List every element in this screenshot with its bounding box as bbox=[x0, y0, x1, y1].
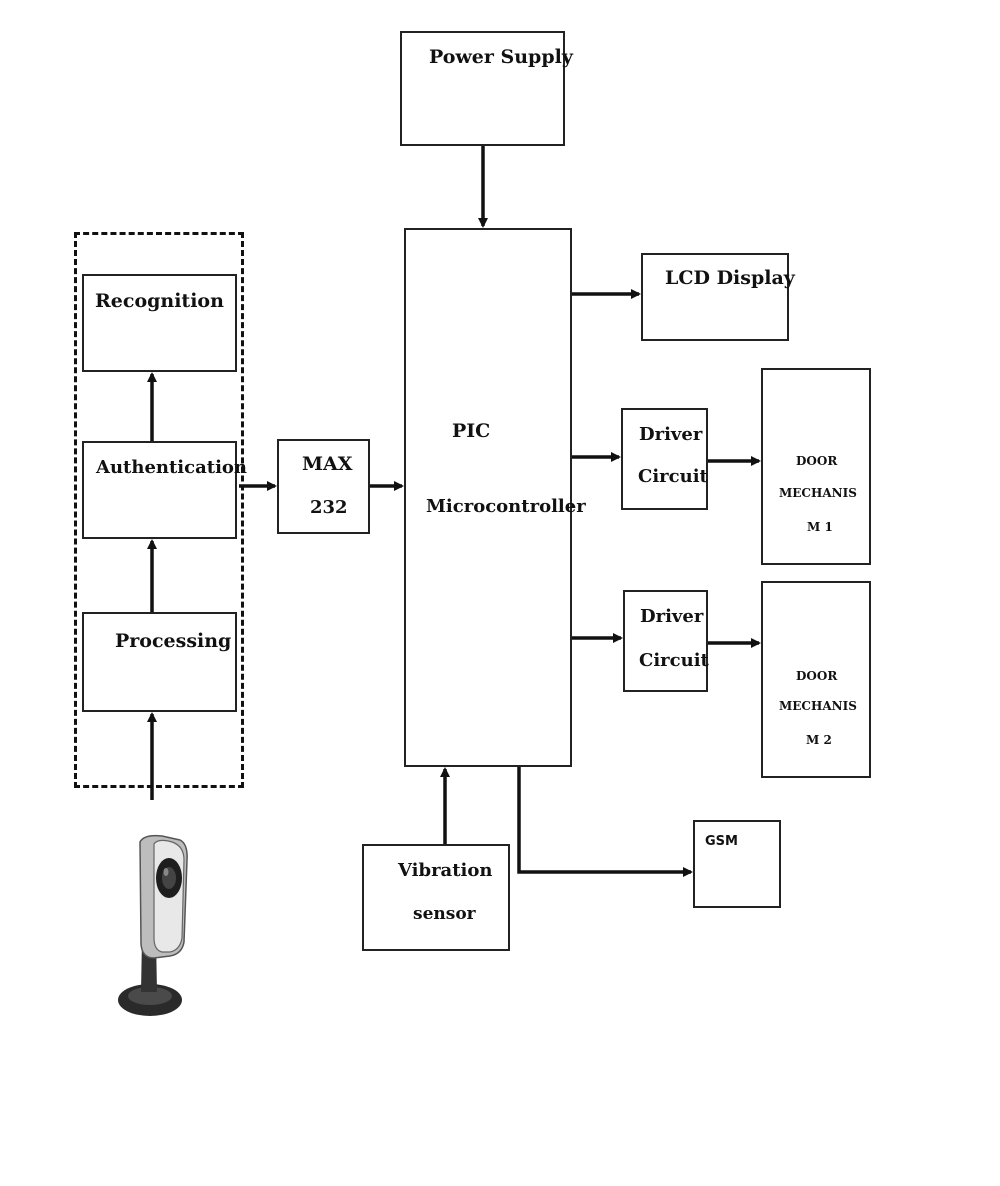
door-mechanism-2-line2: MECHANIS bbox=[779, 699, 857, 713]
driver-circuit-1-block: Driver Circuit bbox=[621, 408, 708, 510]
recognition-block: Recognition bbox=[82, 274, 237, 372]
lcd-display-label: LCD Display bbox=[665, 267, 795, 289]
gsm-label: GSM bbox=[705, 834, 738, 849]
door-mechanism-2-line3: M 2 bbox=[806, 733, 832, 747]
lcd-display-block: LCD Display bbox=[641, 253, 795, 341]
vibration-sensor-line1: Vibration bbox=[398, 860, 493, 881]
pic-label-line1: PIC bbox=[452, 420, 491, 442]
door-mechanism-1-line3: M 1 bbox=[807, 520, 833, 534]
power-supply-block: Power Supply bbox=[400, 31, 573, 146]
door-mechanism-2-block: DOOR MECHANIS M 2 bbox=[761, 581, 871, 778]
driver-circuit-2-block: Driver Circuit bbox=[623, 590, 709, 692]
pic-microcontroller-block: PIC Microcontroller bbox=[404, 228, 586, 767]
gsm-block: GSM bbox=[693, 820, 781, 908]
recognition-pipeline-group bbox=[74, 232, 244, 788]
max232-block: MAX 232 bbox=[277, 439, 370, 534]
vibration-sensor-block: Vibration sensor bbox=[362, 844, 510, 951]
webcam-icon bbox=[118, 834, 188, 1016]
processing-block: Processing bbox=[82, 612, 237, 712]
max232-label-line2: 232 bbox=[310, 497, 348, 518]
pic-label-line2: Microcontroller bbox=[426, 496, 586, 517]
authentication-block: Authentication bbox=[82, 441, 247, 539]
processing-label: Processing bbox=[115, 630, 232, 652]
door-mechanism-1-line1: DOOR bbox=[796, 454, 838, 468]
authentication-label: Authentication bbox=[96, 457, 248, 478]
driver-circuit-2-line1: Driver bbox=[640, 606, 704, 627]
vibration-sensor-line2: sensor bbox=[413, 904, 476, 924]
door-mechanism-2-line1: DOOR bbox=[796, 669, 838, 683]
door-mechanism-1-block: DOOR MECHANIS M 1 bbox=[761, 368, 871, 565]
driver-circuit-2-line2: Circuit bbox=[639, 650, 709, 671]
recognition-label: Recognition bbox=[95, 290, 224, 312]
door-mechanism-1-line2: MECHANIS bbox=[779, 486, 857, 500]
driver-circuit-1-line2: Circuit bbox=[638, 466, 708, 487]
max232-label-line1: MAX bbox=[302, 453, 353, 475]
driver-circuit-1-line1: Driver bbox=[639, 424, 703, 445]
power-supply-label: Power Supply bbox=[429, 46, 573, 68]
arrow-pic-to-gsm bbox=[517, 767, 693, 877]
